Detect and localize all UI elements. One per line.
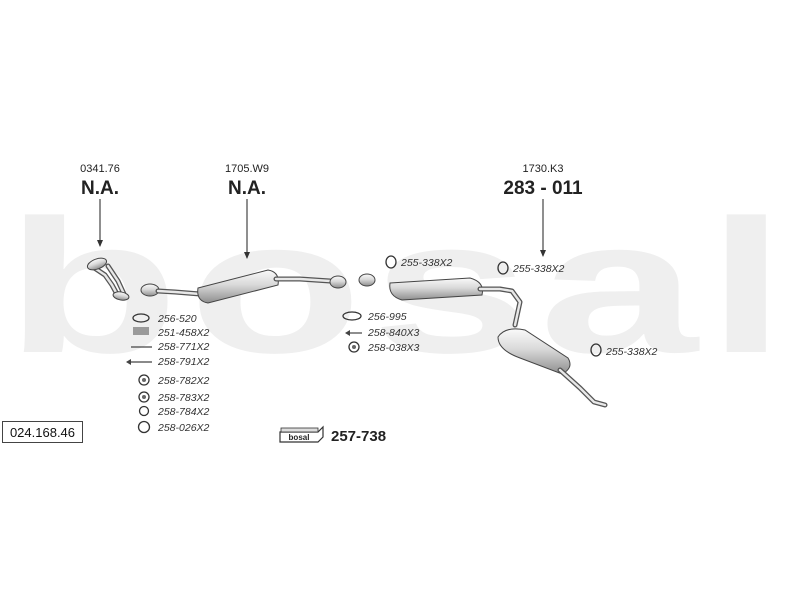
fitting-left-3: 258-791X2 bbox=[157, 356, 210, 368]
fitting-left-2: 258-771X2 bbox=[157, 341, 210, 353]
rear-silencer-part: 283 - 011 bbox=[503, 178, 583, 199]
front-pipe-ref: 0341.76 bbox=[80, 163, 120, 175]
rear-silencer-drawing bbox=[358, 273, 608, 408]
mounting-kit-part: 257-738 bbox=[331, 428, 386, 445]
fitting-left-0: 256-520 bbox=[157, 313, 197, 325]
fitting-left-6: 258-784X2 bbox=[157, 406, 210, 418]
reference-number-box: 024.168.46 bbox=[2, 421, 83, 443]
fitting-left-5: 258-783X2 bbox=[157, 392, 210, 404]
front-pipe-part: N.A. bbox=[81, 178, 119, 199]
middle-silencer-ref: 1705.W9 bbox=[225, 163, 269, 175]
hanger-label-top-1: 255-338X2 bbox=[400, 257, 453, 269]
front-pipe-drawing bbox=[86, 257, 130, 301]
mounting-kit: bosal bbox=[279, 425, 324, 443]
fitting-left-1: 251-458X2 bbox=[157, 327, 210, 339]
fitting-middle-0: 256-995 bbox=[367, 311, 407, 323]
reference-number: 024.168.46 bbox=[9, 424, 76, 440]
fitting-left-7: 258-026X2 bbox=[157, 422, 210, 434]
fitting-middle-2: 258-038X3 bbox=[367, 342, 420, 354]
hanger-label-right: 255-338X2 bbox=[605, 346, 658, 358]
hanger-label-top-2: 255-338X2 bbox=[512, 263, 565, 275]
fitting-middle-1: 258-840X3 bbox=[367, 327, 420, 339]
fitting-left-4: 258-782X2 bbox=[157, 375, 210, 387]
fittings-left-icons bbox=[126, 313, 152, 434]
mounting-kit-brand: bosal bbox=[289, 433, 310, 442]
rear-silencer-ref: 1730.K3 bbox=[523, 163, 564, 175]
middle-silencer-part: N.A. bbox=[228, 178, 266, 199]
fittings-middle-icons bbox=[342, 311, 362, 353]
middle-silencer-drawing bbox=[140, 269, 347, 304]
